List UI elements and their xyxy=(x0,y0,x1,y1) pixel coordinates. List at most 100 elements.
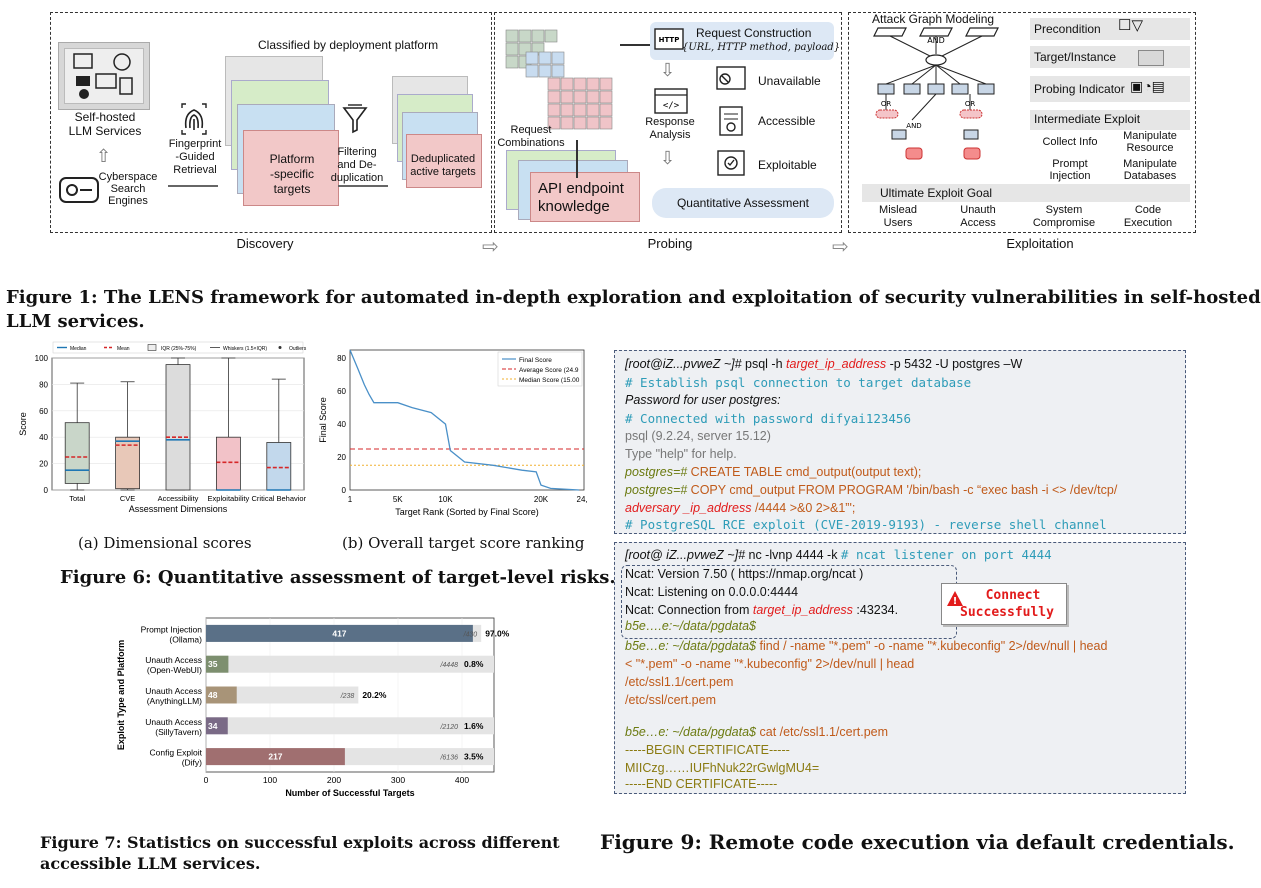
connect-badge: ! Connect Successfully xyxy=(941,583,1067,625)
quantitative-box xyxy=(652,188,834,218)
http-icon: HTTP xyxy=(654,28,684,50)
dedup-label: Deduplicated active targets xyxy=(410,153,476,178)
intermediate-label: Intermediate Exploit xyxy=(1034,112,1141,126)
attack-graph-label: Attack Graph Modeling xyxy=(872,12,995,26)
rate-label: 20.2% xyxy=(362,690,387,700)
precondition-row xyxy=(1030,18,1190,40)
t2-line10: b5e…e: ~/data/pgdata$ cat /etc/ssl1.1/ce… xyxy=(625,725,889,739)
up-arrow: ⇧ xyxy=(96,146,112,166)
x-tick-label: 300 xyxy=(391,775,405,785)
t1-line8: postgres=# COPY cmd_output FROM PROGRAM … xyxy=(625,483,1118,497)
stage-arrow-1: ⇨ xyxy=(482,236,499,258)
t2-line8: /etc/ssl1.1/cert.pem xyxy=(625,675,734,689)
legend-swatch xyxy=(147,344,157,351)
figure-1-caption: Figure 1: The LENS framework for automat… xyxy=(6,287,1261,332)
t2-line3: Ncat: Listening on 0.0.0.0:4444 xyxy=(625,585,799,599)
y-tick-label: 80 xyxy=(39,380,48,389)
iqr-box xyxy=(215,436,241,491)
y-tick-label: 100 xyxy=(35,354,49,363)
category-sublabel: (Open-WebUI) xyxy=(147,665,202,675)
x-tick-label: 10K xyxy=(438,495,453,504)
unavailable-label: Unavailable xyxy=(758,74,821,88)
t1-line7: postgres=# CREATE TABLE cmd_output(outpu… xyxy=(625,465,922,479)
t2-line6: b5e…e: ~/data/pgdata$ find / -name "*.pe… xyxy=(625,639,1108,653)
legend-label: Median Score (15.00 xyxy=(519,377,580,384)
iqr-box xyxy=(165,364,191,491)
exploitation-panel xyxy=(848,12,1196,233)
exploitable-icon xyxy=(717,150,745,176)
svg-text:AND: AND xyxy=(906,122,921,130)
filtering-label: Filtering and De- duplication xyxy=(330,146,384,184)
total-bar xyxy=(206,717,494,735)
platform-stack xyxy=(225,56,345,206)
svg-text:HTTP: HTTP xyxy=(659,36,680,44)
total-label: /6136 xyxy=(439,755,458,762)
x-tick-label: Critical Behavior xyxy=(251,494,306,503)
x-tick-label: CVE xyxy=(120,494,135,503)
api-knowledge-label: API endpoint knowledge xyxy=(538,180,624,215)
rate-label: 1.6% xyxy=(464,721,484,731)
down-arrow-1: ⇩ xyxy=(660,60,676,80)
precondition-label: Precondition xyxy=(1034,22,1101,36)
ultimate-label: Ultimate Exploit Goal xyxy=(880,186,993,200)
success-value-label: 35 xyxy=(208,659,218,669)
x-tick-label: 0 xyxy=(204,775,209,785)
quantitative-label: Quantitative Assessment xyxy=(676,196,810,210)
iqr-box xyxy=(64,422,90,484)
rate-label: 3.5% xyxy=(464,752,484,762)
stage-probing: Probing xyxy=(647,236,693,251)
precondition-icons: ☐▽ xyxy=(1118,17,1143,34)
response-analysis-label: Response Analysis xyxy=(645,116,695,141)
figure-6-caption: Figure 6: Quantitative assessment of tar… xyxy=(60,567,616,588)
success-value-label: 417 xyxy=(332,628,346,638)
warning-icon: ! xyxy=(947,591,963,607)
filter-icon xyxy=(342,104,368,134)
category-sublabel: (SillyTavern) xyxy=(155,727,202,737)
iqr-box xyxy=(266,442,292,491)
figure-1: Self-hosted LLM Services ⇧ Cyberspace Se… xyxy=(0,0,1261,332)
search-engine-icon xyxy=(59,177,99,203)
connect-label: Connect Successfully xyxy=(960,588,1054,620)
fingerprint-icon xyxy=(181,103,207,135)
legend-swatch xyxy=(278,346,282,349)
total-bar xyxy=(206,686,359,704)
y-tick-label: 60 xyxy=(39,407,48,416)
manipulate-databases: Manipulate Databases xyxy=(1123,158,1177,182)
t1-line4: # Connected with password difyai123456 xyxy=(625,411,911,426)
x-tick-label: 100 xyxy=(263,775,277,785)
dedup-stack xyxy=(392,76,488,196)
prompt-injection: Prompt Injection xyxy=(1049,158,1091,182)
x-axis-label: Assessment Dimensions xyxy=(129,504,228,514)
y-axis-label: Score xyxy=(18,412,28,436)
exploitable-label: Exploitable xyxy=(758,158,817,172)
category-sublabel: (Ollama) xyxy=(169,634,202,644)
legend-label: Outliers xyxy=(289,346,307,352)
goal-code: Code Execution xyxy=(1123,204,1173,229)
t2-line1: [root@ iZ...pvweZ ~]# nc -lvnp 4444 -k #… xyxy=(625,547,1052,562)
y-axis-label: Exploit Type and Platform xyxy=(116,640,126,750)
figure-9-caption: Figure 9: Remote code execution via defa… xyxy=(600,830,1235,854)
category-sublabel: (AnythingLLM) xyxy=(147,696,202,706)
legend-label: Average Score (24.9 xyxy=(519,367,579,374)
x-tick-label: Exploitability xyxy=(208,494,250,503)
success-bar xyxy=(206,748,345,766)
success-bar xyxy=(206,624,473,642)
t1-line6: Type "help" for help. xyxy=(625,447,737,461)
self-hosted-label: Self-hosted LLM Services xyxy=(68,110,142,138)
request-construction-detail: {URL, HTTP method, payload} xyxy=(682,42,841,53)
success-value-label: 217 xyxy=(268,752,282,762)
score-curve xyxy=(349,349,580,491)
legend-label: Whiskers (1.5×IQR) xyxy=(223,346,267,352)
x-tick-label: Total xyxy=(69,494,85,503)
svg-text:AND: AND xyxy=(927,36,945,45)
t1-line2: # Establish psql connection to target da… xyxy=(625,375,972,390)
computer-icon xyxy=(73,53,133,99)
request-combinations-label: Request Combinations xyxy=(497,124,565,149)
category-label: Unauth Access xyxy=(145,655,202,665)
classified-label: Classified by deployment platform xyxy=(258,38,439,52)
x-tick-label: Accessibility xyxy=(158,494,199,503)
